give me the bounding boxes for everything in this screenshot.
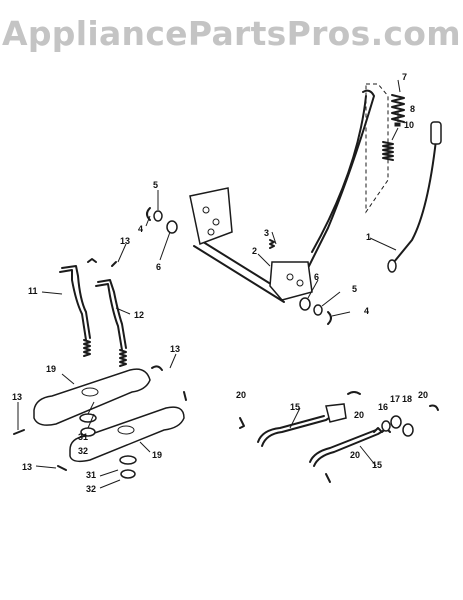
callout-3: 3	[264, 228, 269, 238]
callout-20c: 20	[418, 390, 428, 400]
link-11	[59, 265, 91, 357]
pin-20-a	[239, 417, 245, 429]
pin-13-e	[13, 429, 25, 435]
callout-5b: 5	[352, 284, 357, 294]
nut-18	[402, 423, 414, 437]
watermark: AppliancePartsPros.com	[2, 14, 461, 53]
spring-pin-3	[269, 239, 275, 249]
washer-5-left	[153, 210, 163, 222]
bushing-17	[390, 415, 402, 429]
lift-rod-1	[387, 121, 442, 273]
nut-32-lower	[120, 469, 136, 479]
lift-handle	[307, 89, 375, 269]
pin-20-c	[347, 391, 361, 395]
callout-6a: 6	[156, 262, 161, 272]
lift-shaft-2	[193, 239, 313, 303]
dashed-guide	[365, 83, 389, 214]
callout-18: 18	[402, 394, 412, 404]
callout-4a: 4	[138, 224, 143, 234]
lever-arm-19-upper	[33, 368, 151, 426]
bushing-6-right	[299, 297, 311, 311]
lever-arm-19-lower	[69, 406, 185, 463]
callout-1: 1	[366, 232, 371, 242]
callout-20b: 20	[354, 410, 364, 420]
pin-13-c	[151, 365, 163, 371]
pin-13-b	[111, 261, 117, 267]
callout-11: 11	[28, 286, 38, 296]
washer-5-right	[313, 304, 323, 316]
callout-19a: 19	[46, 364, 56, 374]
link-12	[95, 279, 127, 367]
callout-16: 16	[378, 402, 388, 412]
pin-13-f	[57, 465, 67, 471]
callout-31b: 31	[86, 470, 96, 480]
callout-15a: 15	[290, 402, 300, 412]
callout-7: 7	[402, 72, 407, 82]
callout-13c: 13	[12, 392, 22, 402]
callout-19b: 19	[152, 450, 162, 460]
callout-8: 8	[410, 104, 415, 114]
callout-5a: 5	[153, 180, 158, 190]
clip-8	[394, 122, 401, 127]
clip-4-right	[327, 311, 332, 325]
callout-31a: 31	[78, 432, 88, 442]
callout-20d: 20	[350, 450, 360, 460]
pin-20-d	[429, 404, 439, 411]
callout-32a: 32	[78, 446, 88, 456]
washer-31-lower	[119, 455, 137, 465]
callout-13a: 13	[120, 236, 130, 246]
callout-labels: 1 2 3 4 4 5 5 6 6 7 8 10 11 12 13 13 13 …	[12, 72, 428, 494]
pin-13-d	[183, 391, 187, 401]
callout-12: 12	[134, 310, 144, 320]
rod-15-upper	[257, 403, 347, 447]
pin-20-b	[325, 473, 331, 483]
callout-32b: 32	[86, 484, 96, 494]
washer-16	[381, 420, 391, 432]
callout-4b: 4	[364, 306, 369, 316]
callout-6b: 6	[314, 272, 319, 282]
callout-17: 17	[390, 394, 400, 404]
callout-10: 10	[404, 120, 414, 130]
leader-lines	[17, 79, 401, 489]
callout-13b: 13	[170, 344, 180, 354]
callout-13d: 13	[22, 462, 32, 472]
spring-10	[382, 141, 394, 161]
bushing-6-left	[166, 220, 178, 234]
callout-15b: 15	[372, 460, 382, 470]
callout-20a: 20	[236, 390, 246, 400]
callout-2: 2	[252, 246, 257, 256]
mounting-plate	[189, 187, 233, 246]
pin-13-a	[87, 258, 97, 263]
